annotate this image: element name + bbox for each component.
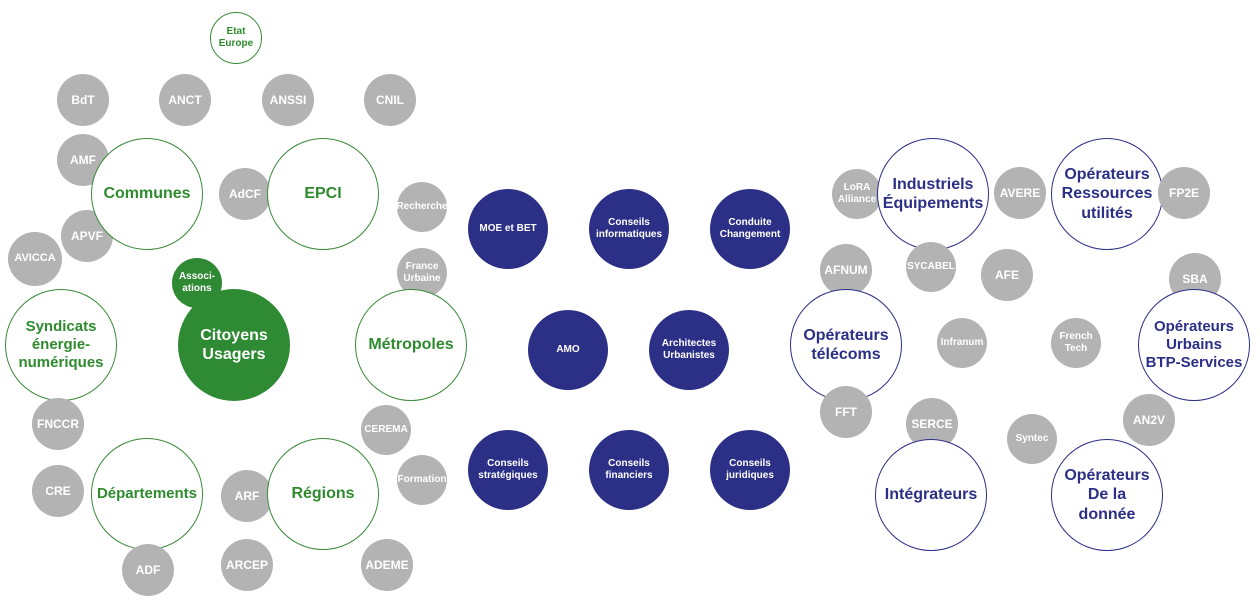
node-afe: AFE bbox=[981, 249, 1033, 301]
node-recherche: Recherche bbox=[396, 182, 448, 232]
node-conseils-strategiques: Conseils stratégiques bbox=[468, 430, 548, 510]
node-bdt: BdT bbox=[57, 74, 109, 126]
node-operateurs-donnee: Opérateurs De la donnée bbox=[1051, 439, 1163, 551]
node-cerema: CEREMA bbox=[361, 405, 411, 455]
node-arcep: ARCEP bbox=[221, 539, 273, 591]
node-infranum: Infranum bbox=[937, 318, 987, 368]
node-architectes-urbanistes: Architectes Urbanistes bbox=[649, 310, 729, 390]
node-sycabel: SYCABEL bbox=[906, 242, 956, 292]
node-cnil: CNIL bbox=[364, 74, 416, 126]
node-epci: EPCI bbox=[267, 138, 379, 250]
node-operateurs-urbains: Opérateurs Urbains BTP-Services bbox=[1138, 289, 1250, 401]
node-french-tech: French Tech bbox=[1051, 318, 1101, 368]
node-industriels-equipements: Industriels Équipements bbox=[877, 138, 989, 250]
node-conseils-financiers: Conseils financiers bbox=[589, 430, 669, 510]
node-amo: AMO bbox=[528, 310, 608, 390]
node-anct: ANCT bbox=[159, 74, 211, 126]
node-associations: Associ- ations bbox=[172, 258, 222, 308]
node-conseils-informatiques: Conseils informatiques bbox=[589, 189, 669, 269]
node-lora-alliance: LoRA Alliance bbox=[832, 169, 882, 219]
node-conseils-juridiques: Conseils juridiques bbox=[710, 430, 790, 510]
node-adcf: AdCF bbox=[219, 168, 271, 220]
node-conduite-changement: Conduite Changement bbox=[710, 189, 790, 269]
node-anssi: ANSSI bbox=[262, 74, 314, 126]
node-fp2e: FP2E bbox=[1158, 167, 1210, 219]
node-cre: CRE bbox=[32, 465, 84, 517]
node-ademe: ADEME bbox=[361, 539, 413, 591]
node-fnccr: FNCCR bbox=[32, 398, 84, 450]
node-fft: FFT bbox=[820, 386, 872, 438]
node-etat-europe: Etat Europe bbox=[210, 12, 262, 64]
node-departements: Départements bbox=[91, 438, 203, 550]
node-metropoles: Métropoles bbox=[355, 289, 467, 401]
node-syndicats: Syndicats énergie- numériques bbox=[5, 289, 117, 401]
node-integrateurs: Intégrateurs bbox=[875, 439, 987, 551]
node-amf: AMF bbox=[57, 134, 109, 186]
node-avicca: AVICCA bbox=[8, 232, 62, 286]
node-operateurs-ressources: Opérateurs Ressources utilités bbox=[1051, 138, 1163, 250]
node-regions: Régions bbox=[267, 438, 379, 550]
node-an2v: AN2V bbox=[1123, 394, 1175, 446]
node-operateurs-telecoms: Opérateurs télécoms bbox=[790, 289, 902, 401]
node-communes: Communes bbox=[91, 138, 203, 250]
node-adf: ADF bbox=[122, 544, 174, 596]
node-formation: Formation bbox=[397, 455, 447, 505]
node-syntec: Syntec bbox=[1007, 414, 1057, 464]
node-afnum: AFNUM bbox=[820, 244, 872, 296]
node-avere: AVERE bbox=[994, 167, 1046, 219]
node-arf: ARF bbox=[221, 470, 273, 522]
node-moe-bet: MOE et BET bbox=[468, 189, 548, 269]
